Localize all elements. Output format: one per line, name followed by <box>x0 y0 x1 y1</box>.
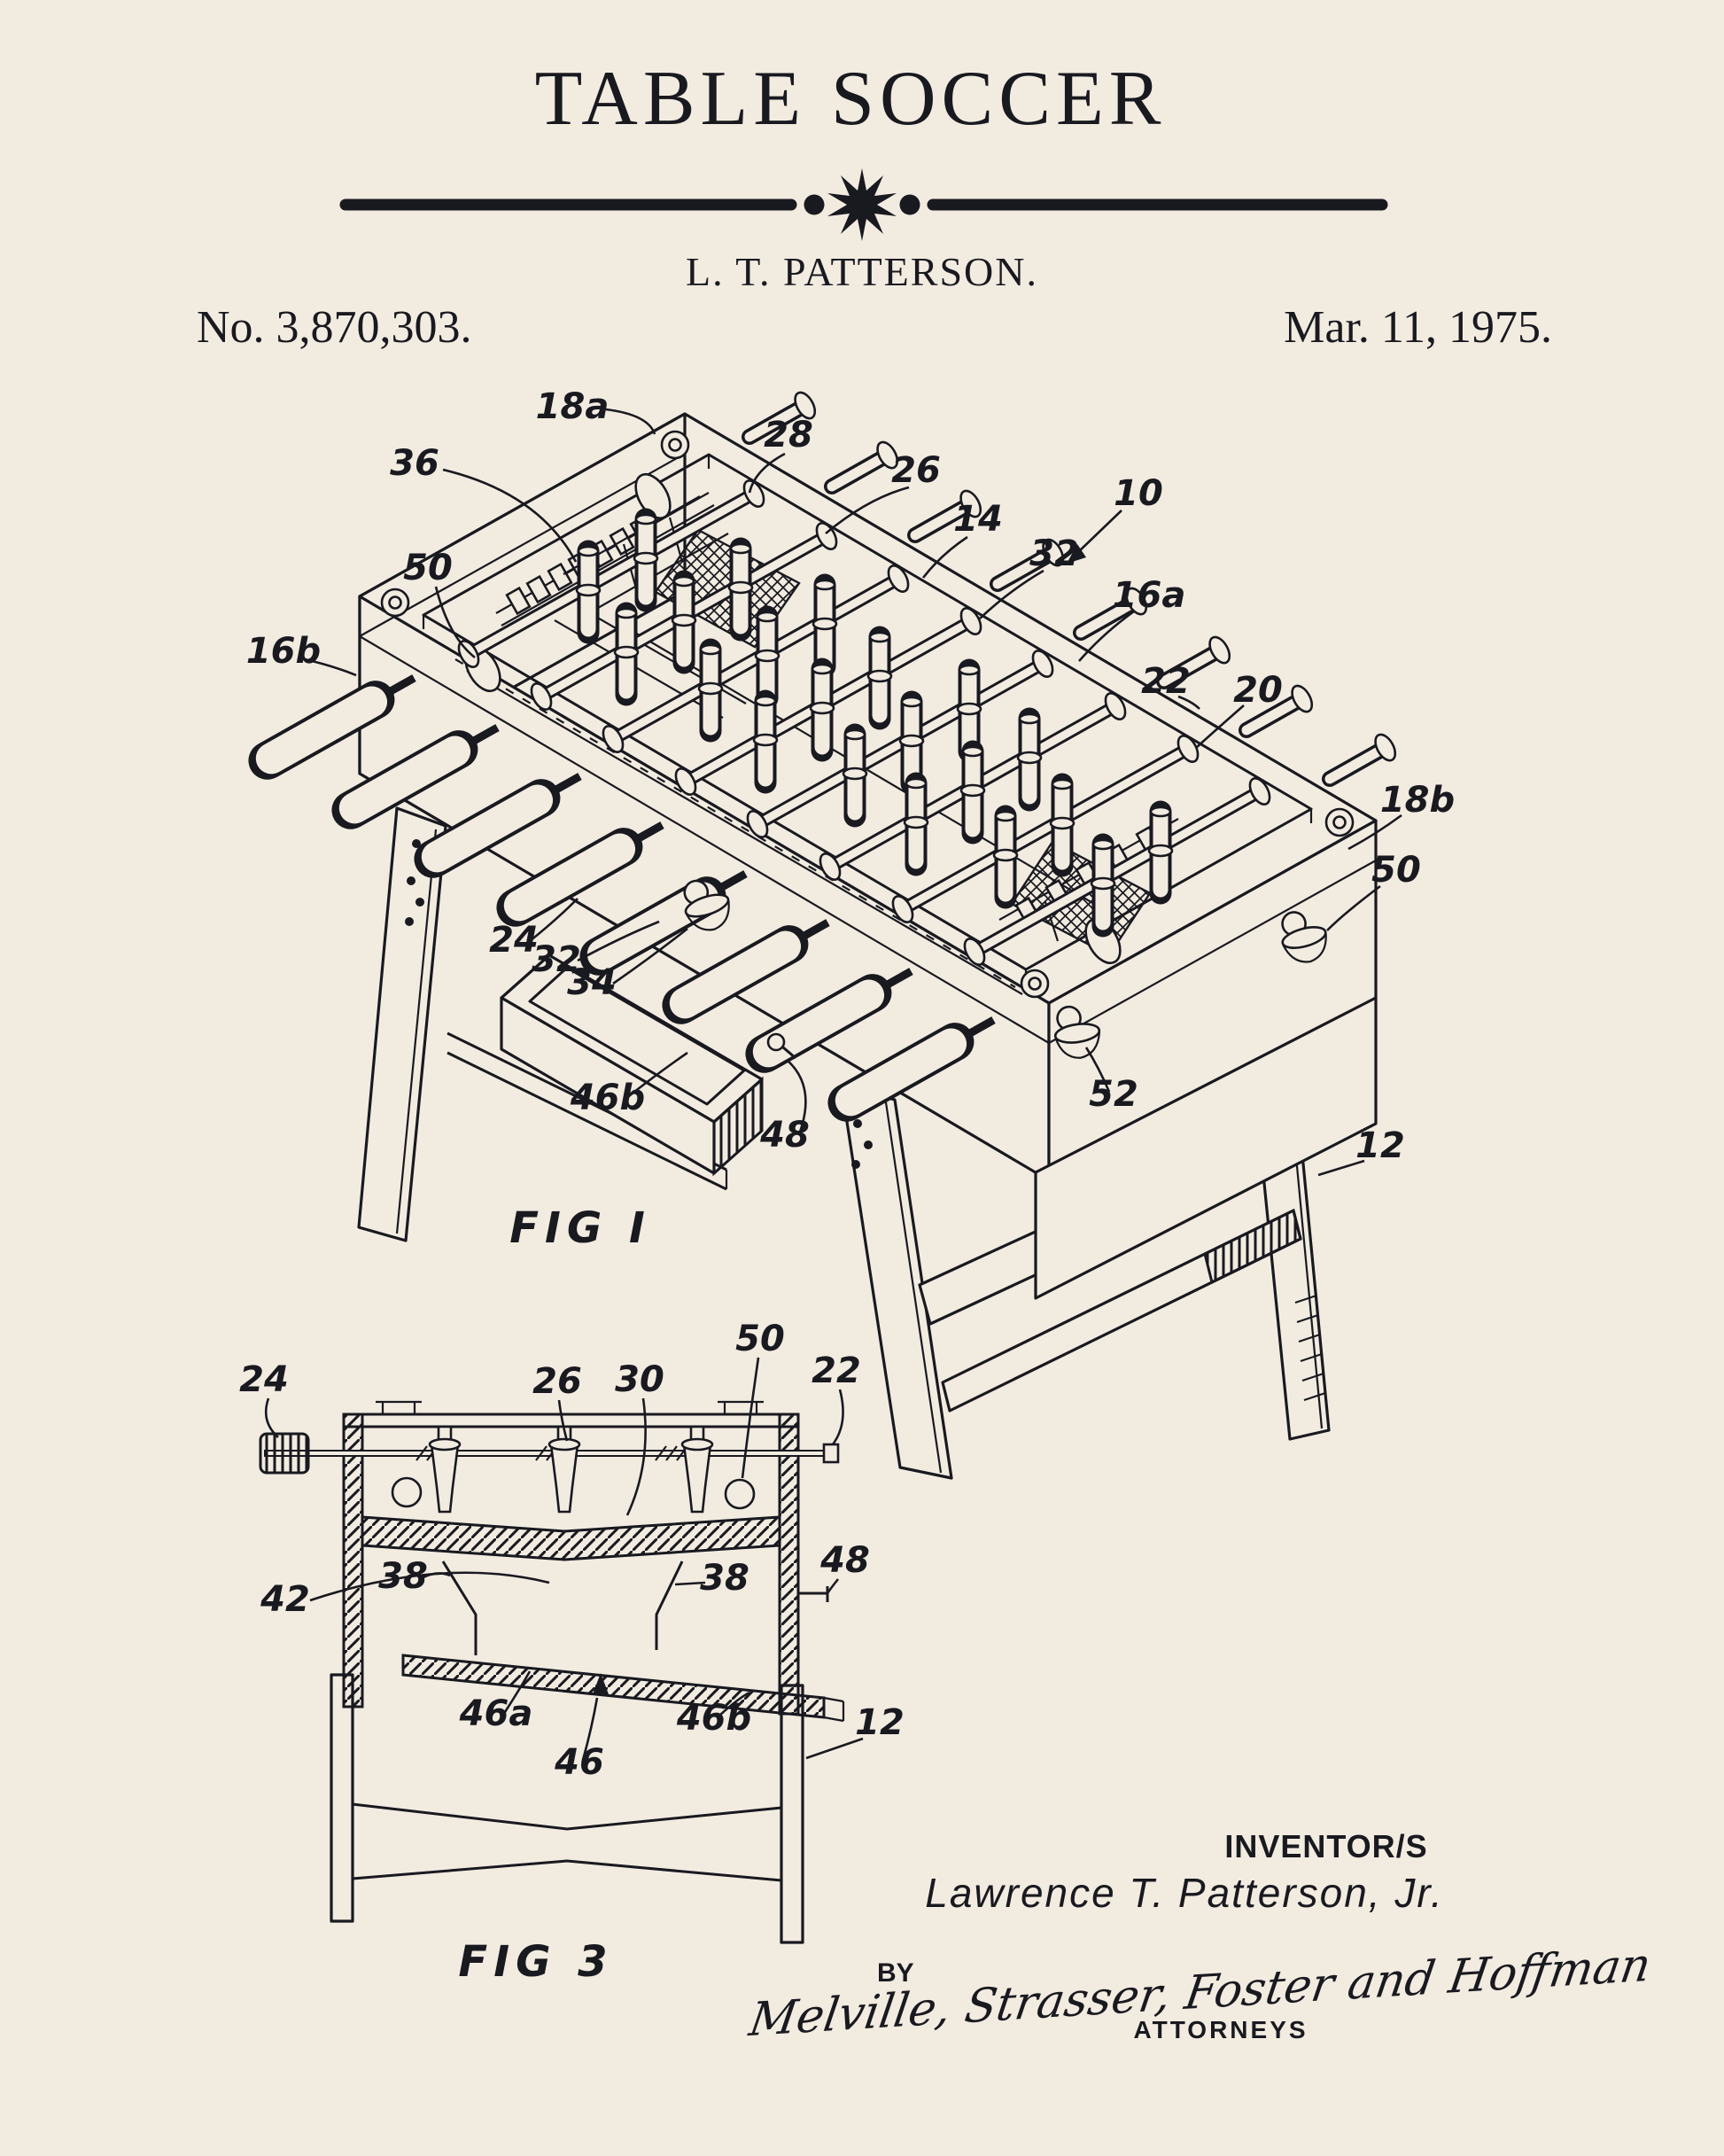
fig3-ref-42: 42 <box>260 1579 310 1620</box>
fig3-ref-46b: 46b <box>676 1698 751 1739</box>
fig1-ref-20: 20 <box>1233 670 1283 711</box>
fig3-ref-30: 30 <box>615 1359 664 1400</box>
fig1-ref-28: 28 <box>764 415 813 455</box>
figure3-caption: FIG 3 <box>458 1937 613 1987</box>
fig3-interior <box>361 1515 845 1723</box>
ornament-dot-right <box>899 194 920 215</box>
fig1-ref-32-upper: 32 <box>1029 533 1079 574</box>
figure1-drawing <box>268 389 1399 1480</box>
fig3-ref-46: 46 <box>554 1742 604 1783</box>
fig1-return-knob <box>766 1032 786 1052</box>
fig3-ref-24: 24 <box>239 1359 289 1400</box>
fig3-ball <box>724 1478 756 1510</box>
ornament-star <box>827 168 897 241</box>
ornament-divider <box>339 168 1388 241</box>
fig3-leg-brace <box>352 1802 782 1882</box>
attorneys-label: ATTORNEYS <box>1133 2016 1308 2043</box>
fig3-outlet-bracket <box>798 1586 829 1602</box>
fig3-ref-50: 50 <box>735 1319 785 1359</box>
fig1-ref-52: 52 <box>1089 1074 1138 1115</box>
fig3-funnel-walls <box>441 1561 684 1655</box>
figure3-reference-labels: 24 26 30 50 22 38 38 42 48 46a 46b 46 12 <box>239 1319 905 1783</box>
figure3-drawing <box>259 1400 845 1944</box>
fig3-rod-assembly <box>259 1425 840 1514</box>
fig1-ref-50-left: 50 <box>403 548 453 588</box>
fig1-ref-10: 10 <box>1114 473 1163 514</box>
fig3-ref-46a: 46a <box>459 1693 533 1734</box>
patent-number: No. 3,870,303. <box>197 302 472 353</box>
fig1-ref-24: 24 <box>489 920 539 961</box>
fig3-left-wall-section <box>342 1413 364 1708</box>
fig1-ref-34: 34 <box>567 962 617 1003</box>
fig1-ref-14: 14 <box>953 499 1003 540</box>
inventor-header-line: L. T. PATTERSON. <box>686 249 1038 294</box>
header: TABLE SOCCER L. T. PATTERSON. No. 3,870,… <box>197 56 1552 353</box>
fig1-rods-and-players <box>454 476 1275 969</box>
fig1-ref-18b: 18b <box>1380 780 1455 821</box>
figure1-caption: FIG I <box>509 1203 651 1253</box>
fig1-lower-housing <box>1034 996 1378 1300</box>
fig1-ref-32-lower: 32 <box>532 939 581 980</box>
fig1-ref-46b: 46b <box>570 1078 645 1118</box>
fig1-ref-12: 12 <box>1355 1125 1405 1166</box>
fig1-ref-48: 48 <box>759 1115 810 1156</box>
fig3-ref-26: 26 <box>532 1361 582 1402</box>
fig3-ref-12: 12 <box>855 1702 905 1743</box>
inventor-heading: INVENTOR/S <box>1224 1828 1427 1864</box>
fig3-ref-48: 48 <box>819 1540 870 1581</box>
fig3-playfield-section <box>361 1515 781 1561</box>
fig1-ref-26: 26 <box>891 450 941 491</box>
fig1-ref-16a: 16a <box>1113 575 1186 616</box>
ornament-dot-left <box>804 194 825 215</box>
figure1-reference-labels: 18a 36 50 28 26 14 10 32 16a 22 20 16b 1… <box>246 386 1455 1177</box>
fig3-ball <box>391 1476 423 1508</box>
fig1-ref-36: 36 <box>390 443 439 484</box>
inventor-name: Lawrence T. Patterson, Jr. <box>925 1870 1444 1916</box>
patent-date: Mar. 11, 1975. <box>1284 302 1552 353</box>
fig3-handle-knob <box>259 1432 310 1475</box>
fig3-ref-22: 22 <box>812 1350 861 1391</box>
page-title: TABLE SOCCER <box>535 56 1167 142</box>
fig1-ref-22: 22 <box>1141 661 1191 702</box>
fig3-ref-38-right: 38 <box>700 1558 749 1599</box>
fig1-ball-tray <box>500 953 764 1177</box>
fig1-ref-16b: 16b <box>246 631 321 672</box>
fig1-ref-18a: 18a <box>536 386 610 427</box>
by-label: BY <box>877 1958 914 1988</box>
fig1-fittings <box>380 430 1355 1062</box>
fig3-right-wall-section <box>778 1413 800 1716</box>
fig1-ref-50-right: 50 <box>1371 850 1421 891</box>
